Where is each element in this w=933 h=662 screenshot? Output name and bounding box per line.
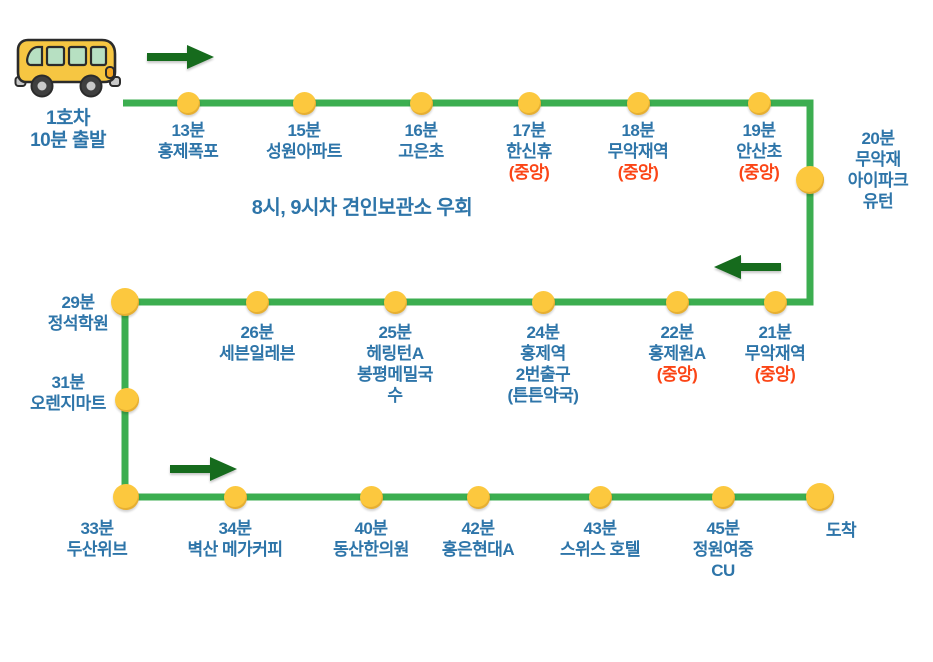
bus-window-1 — [26, 45, 44, 67]
stop-26min-seven-eleven-dot — [245, 290, 269, 314]
stop-16min-goeun-elem-dot — [409, 91, 433, 115]
bus-icon — [14, 36, 122, 109]
stop-43min-swiss-hotel-dot — [588, 485, 612, 509]
stop-arrival-dot — [806, 483, 834, 511]
stop-19min-ansan-elem-dot — [747, 91, 771, 115]
stop-45min-jeongwon-girls-ms-cu-dot — [711, 485, 735, 509]
left-arrow-icon — [714, 255, 781, 279]
stop-arrival-label: 도착 — [825, 521, 857, 540]
right-arrow-icon — [170, 457, 237, 481]
bus-headlight — [105, 66, 115, 79]
stop-21min-muakjae-stn-dot — [763, 290, 787, 314]
stop-13min-hongje-falls-dot — [176, 91, 200, 115]
departure-time: 10분 출발 — [30, 130, 106, 151]
bus-window-2 — [45, 45, 66, 67]
route-path — [121, 99, 822, 501]
start-label: 1호차 10분 출발 — [30, 108, 106, 152]
stop-15min-seongwon-apt-dot — [292, 91, 316, 115]
stop-31min-orange-mart-dot — [115, 388, 139, 412]
stop-25min-herrington-a-dot — [383, 290, 407, 314]
stop-40min-dongsan-clinic-dot — [359, 485, 383, 509]
stop-29min-jeongseok-academy-dot — [111, 288, 139, 316]
detour-note: 8시, 9시차 견인보관소 우회 — [251, 197, 473, 219]
bus-window-4 — [89, 45, 108, 67]
stop-42min-hongeun-hyundai-a-dot — [466, 485, 490, 509]
stop-20min-muakjae-ipark-uturn-dot — [796, 166, 824, 194]
bus-number: 1호차 — [45, 108, 91, 129]
stop-17min-hansinhyu-dot — [517, 91, 541, 115]
stop-33min-doosan-weve-dot — [113, 484, 139, 510]
stop-18min-muakjae-stn-dot — [626, 91, 650, 115]
stop-34min-byeoksan-mega-coffee-dot — [223, 485, 247, 509]
stop-24min-hongje-stn-exit2-dot — [531, 290, 555, 314]
right-arrow-icon — [147, 45, 214, 69]
stop-22min-hongjewon-a-dot — [665, 290, 689, 314]
bus-window-3 — [67, 45, 88, 67]
